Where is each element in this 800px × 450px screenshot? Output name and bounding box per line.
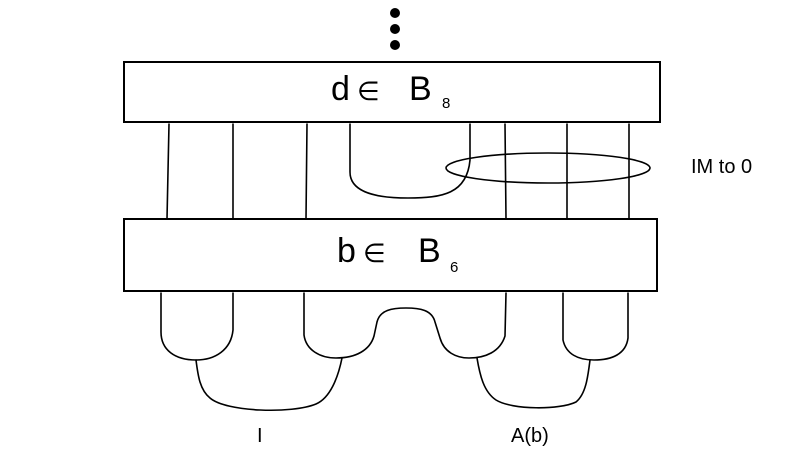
bottom-braid-box: b ∈ B 6	[123, 218, 658, 292]
top-box-relation: ∈	[357, 76, 380, 106]
top-box-group: B	[409, 70, 432, 108]
connecting-strands	[166, 123, 630, 220]
top-box-symbol: d	[331, 70, 350, 108]
continuation-dots	[390, 8, 400, 50]
right-arc-label: A(b)	[511, 425, 549, 447]
left-arc-label: I	[257, 425, 263, 447]
bottom-box-group: B	[418, 232, 441, 270]
lower-closures	[160, 292, 629, 411]
marked-region-ellipse	[445, 152, 651, 184]
annotation-label: IM to 0	[691, 156, 752, 178]
bottom-box-index: 6	[450, 259, 458, 276]
bottom-box-relation: ∈	[363, 238, 386, 268]
top-box-index: 8	[442, 95, 450, 112]
cap-strand	[349, 123, 471, 199]
top-braid-box: d ∈ B 8	[123, 61, 661, 123]
bottom-box-symbol: b	[337, 232, 356, 270]
